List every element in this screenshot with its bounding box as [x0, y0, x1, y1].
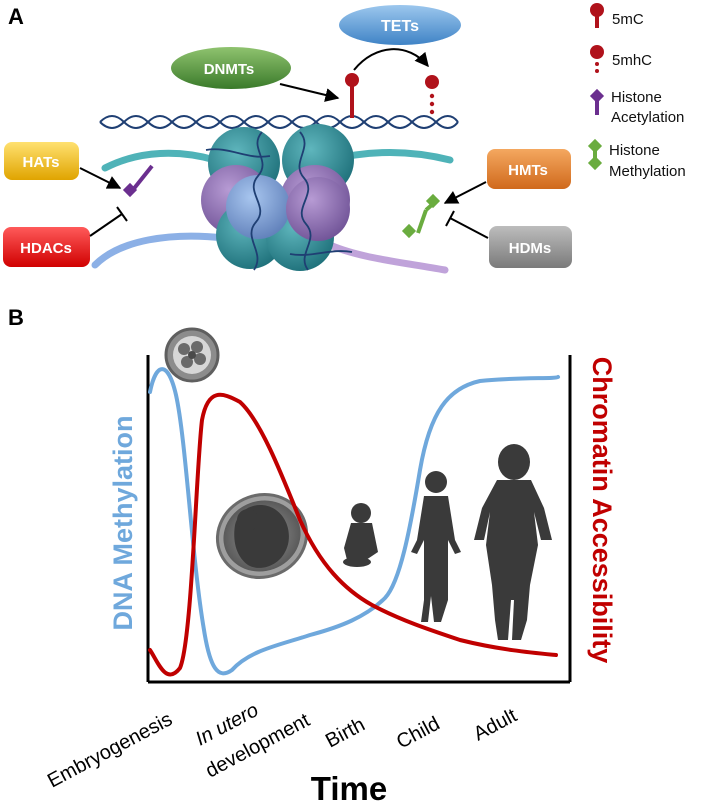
x-axis-title: Time [311, 770, 387, 805]
legend-acetylation-line2: Acetylation [611, 109, 684, 126]
hdacs-inhibition [89, 206, 128, 237]
histone-methylation-mark [401, 193, 441, 239]
hats-arrow [79, 167, 122, 189]
y-axis-right-label: Chromatin Accessibility [587, 357, 617, 664]
legend-acetylation-icon [589, 88, 605, 115]
stage-label-child: Child [393, 713, 444, 754]
legend-5mc-icon [590, 3, 604, 28]
child-illustration [411, 471, 461, 622]
fetus-illustration [215, 493, 309, 579]
baby-illustration [343, 503, 378, 567]
stage-label-birth: Birth [322, 714, 369, 753]
dna-methylation-curve [148, 367, 560, 676]
5mhc-mark-on-dna [425, 75, 439, 115]
hdms-inhibition [445, 210, 489, 239]
legend-5mhc-icon [590, 45, 604, 73]
histone-acetylation-mark [122, 164, 154, 198]
hats-pill: HATs [4, 142, 79, 180]
legend-methylation-line1: Histone [609, 142, 660, 159]
nucleosome [201, 124, 354, 271]
hmts-arrow [443, 181, 487, 204]
hmts-pill: HMTs [487, 149, 571, 189]
dnmts-arrow [279, 83, 340, 102]
legend-acetylation-line1: Histone [611, 89, 662, 106]
hdms-pill: HDMs [489, 226, 572, 268]
dnmts-pill: DNMTs [171, 47, 291, 89]
tets-pill: TETs [339, 5, 461, 45]
panel-b-label: B [8, 305, 24, 330]
legend: 5mC 5mhC Histone Acetylation Histone Met… [587, 3, 686, 180]
stage-label-adult: Adult [470, 704, 521, 745]
hdacs-label: HDACs [20, 240, 72, 257]
hmts-label: HMTs [508, 162, 548, 179]
dnmts-label: DNMTs [204, 61, 255, 78]
y-axis-left-label: DNA Methylation [108, 416, 138, 631]
legend-methylation-line2: Methylation [609, 163, 686, 180]
hdms-label: HDMs [509, 240, 552, 257]
dna-helix [99, 115, 459, 129]
chromatin-accessibility-curve [148, 392, 558, 677]
legend-5mc-label: 5mC [612, 11, 644, 28]
panel-a-label: A [8, 4, 24, 29]
tets-label: TETs [381, 18, 419, 35]
tets-conversion-arrow [353, 48, 429, 71]
legend-methylation-icon [587, 138, 603, 171]
blastocyst-illustration [164, 327, 220, 383]
chart-axes [146, 355, 572, 684]
adult-illustration [474, 444, 552, 640]
legend-5mhc-label: 5mhC [612, 52, 652, 69]
stage-label-embryogenesis: Embryogenesis [44, 708, 176, 792]
hats-label: HATs [23, 154, 60, 171]
hdacs-pill: HDACs [3, 227, 90, 267]
5mc-mark-on-dna [345, 73, 359, 118]
